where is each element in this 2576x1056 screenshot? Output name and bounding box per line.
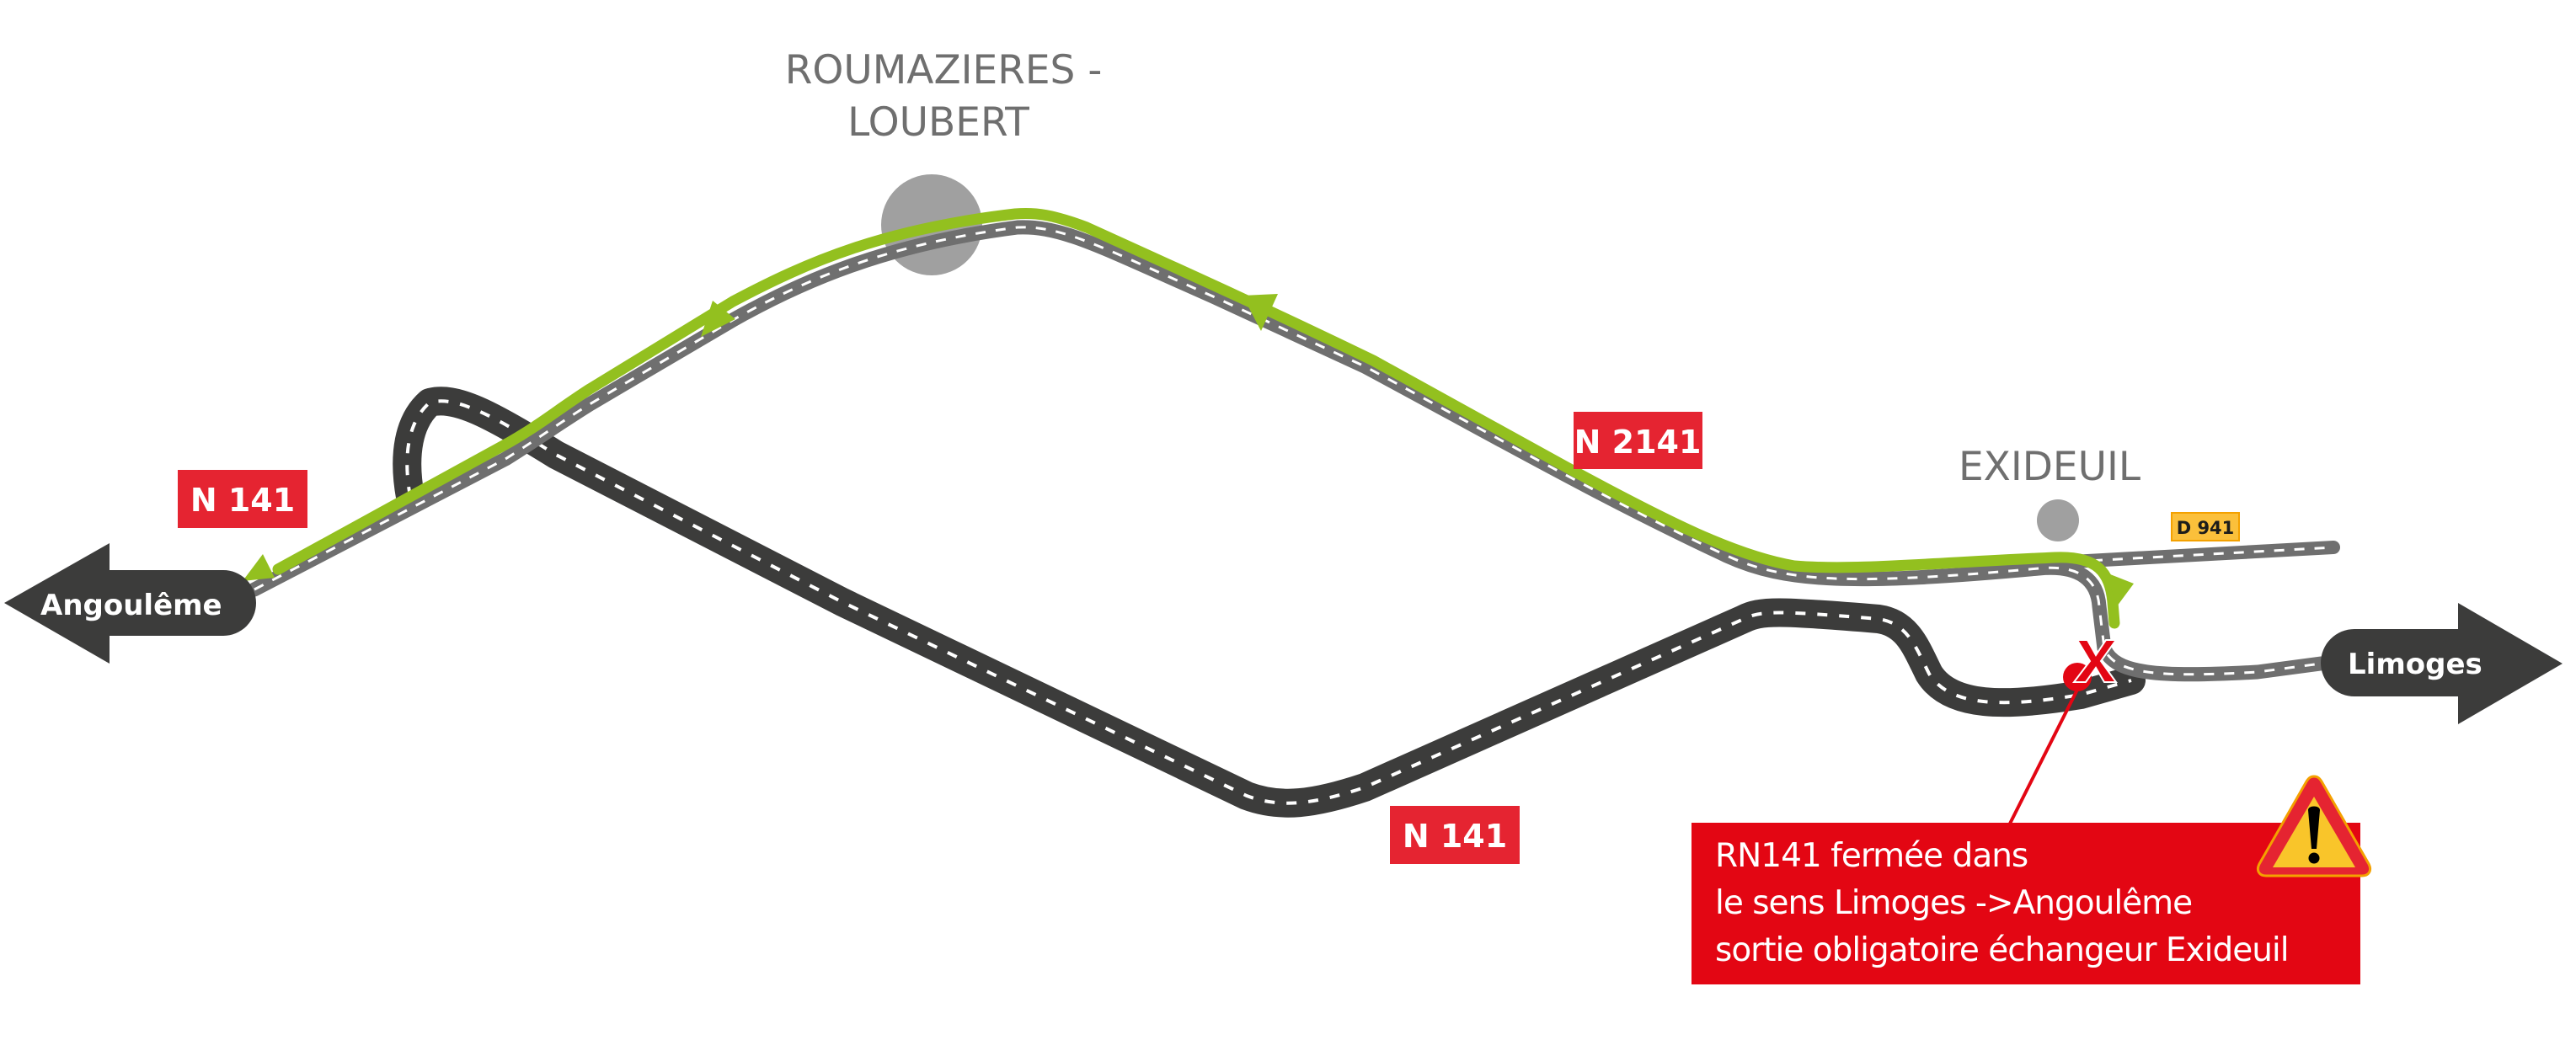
detour-route: [243, 207, 2134, 629]
detour-arrowhead-mid1: [701, 301, 735, 337]
angouleme-direction-arrow[interactable]: Angoulême: [4, 543, 256, 664]
exideuil-label: EXIDEUIL: [1959, 444, 2140, 490]
d941-road: [2066, 541, 2340, 568]
closure-alert-box: RN141 fermée dans le sens Limoges ->Ango…: [1692, 823, 2360, 984]
limoges-label: Limoges: [2348, 648, 2482, 681]
svg-text:N 2141: N 2141: [1574, 424, 1702, 461]
alert-line-3: sortie obligatoire échangeur Exideuil: [1715, 931, 2290, 969]
svg-text:D 941: D 941: [2177, 518, 2235, 538]
limoges-direction-arrow[interactable]: Limoges: [2321, 603, 2563, 724]
svg-text:N 141: N 141: [1403, 818, 1507, 855]
closure-marker: [2007, 639, 2118, 826]
roumazieres-label-line1: ROUMAZIERES -: [785, 47, 1103, 93]
detour-arrowhead-end: [243, 554, 275, 581]
n141-south-label: N 141: [1390, 806, 1520, 864]
exideuil-town-dot: [2037, 499, 2079, 541]
d941-label: D 941: [2171, 512, 2240, 541]
roumazieres-label-line2: LOUBERT: [847, 99, 1029, 146]
svg-text:N 141: N 141: [190, 482, 295, 519]
n2141-road: [247, 220, 2328, 682]
detour-arrowhead-start: [2106, 573, 2134, 606]
n141-main-road: [393, 387, 2146, 818]
detour-arrowhead-mid2: [1243, 294, 1278, 331]
angouleme-label: Angoulême: [40, 589, 222, 622]
warning-triangle-icon: [2256, 775, 2372, 877]
closure-x-icon: [2071, 639, 2118, 683]
alert-line-1: RN141 fermée dans: [1715, 837, 2028, 875]
n2141-label: N 2141: [1574, 412, 1702, 469]
closure-leader-line: [2007, 685, 2081, 826]
closure-alert-text: RN141 fermée dans le sens Limoges ->Ango…: [1715, 833, 2290, 974]
alert-line-2: le sens Limoges ->Angoulême: [1715, 884, 2193, 922]
n141-west-label: N 141: [178, 470, 307, 528]
